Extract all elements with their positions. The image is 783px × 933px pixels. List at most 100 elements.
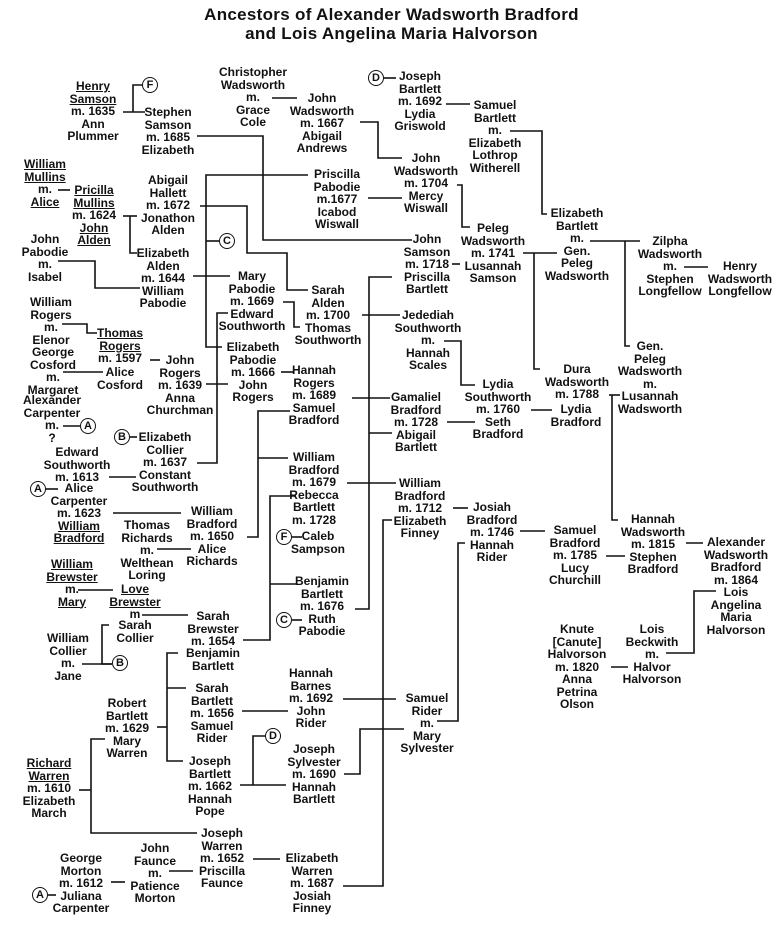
- person-entry-line: Bradford: [394, 488, 446, 503]
- person-entry-line: Hannah: [187, 791, 233, 806]
- person-entry-line: m.: [662, 259, 677, 273]
- person-entry-line: Abigail: [395, 427, 437, 442]
- person-entry-line: Sarah: [118, 618, 152, 632]
- person-entry-line: Rider: [295, 716, 327, 730]
- cross-reference-marker: D: [368, 70, 384, 86]
- person-entry-line: Hallett: [149, 185, 187, 200]
- person-entry-line: Hannah: [469, 537, 515, 552]
- person-entry-line: Samson: [69, 91, 117, 106]
- person-entry-line: Elenor: [32, 332, 70, 347]
- person-entry-line: Mary: [412, 728, 441, 743]
- person-entry-line: William: [399, 476, 441, 490]
- person-entry-line: John: [79, 220, 109, 235]
- person-entry-line: m.: [245, 90, 261, 104]
- person-entry-line: Knute: [560, 622, 594, 636]
- person-entry-line: Collier: [116, 630, 154, 645]
- person-entry-line: Rider: [476, 550, 508, 564]
- person-entry-line: Peleg: [633, 351, 666, 366]
- connector-line: [444, 340, 475, 386]
- person-entry-line: Alden: [311, 295, 345, 310]
- person-entry-line: Lothrop: [472, 148, 518, 162]
- person-entry-line: Mullins: [73, 195, 115, 210]
- connector-line: [510, 130, 547, 215]
- connector-line: [533, 253, 540, 370]
- person-entry-line: Rider: [411, 703, 443, 718]
- person-entry-line: m. 1662: [187, 779, 233, 793]
- person-entry-line: Peleg: [560, 256, 593, 270]
- person-entry-line: Warren: [201, 838, 243, 853]
- person-entry-line: m.: [419, 716, 434, 730]
- person-entry-line: Scales: [408, 358, 448, 372]
- person-entry-line: m.: [644, 647, 659, 661]
- person-entry-line: m. 1820: [554, 659, 600, 674]
- connector-line: [197, 312, 228, 464]
- person-entry-line: Halvorson: [622, 672, 682, 686]
- cross-reference-marker: C: [276, 612, 292, 628]
- person-entry-line: m. 1650: [189, 529, 235, 543]
- person-entry-line: Lusannah: [464, 258, 522, 273]
- connector-line: [283, 301, 300, 328]
- person-entry-line: Rider: [196, 731, 228, 745]
- person-entry-line: m. 1652: [199, 851, 245, 865]
- person-entry-line: Alden: [77, 233, 111, 247]
- person-entry-line: Collier: [146, 442, 184, 457]
- person-entry-line: m. 1760: [475, 402, 521, 416]
- person-entry-line: Priscilla: [403, 269, 451, 284]
- person-entry-line: Warren: [28, 768, 70, 783]
- person-entry-line: Samuel: [473, 98, 517, 112]
- person-entry-line: Cosford: [30, 357, 76, 372]
- person-entry-line: Finney: [292, 901, 332, 915]
- person-entry-line: Sarah: [196, 609, 230, 623]
- person-entry-line: Wiswall: [315, 217, 359, 231]
- person-entry-line: Lydia: [404, 106, 436, 121]
- person-entry-line: Wadsworth: [617, 401, 683, 416]
- person-entry-line: Joseph: [398, 69, 441, 83]
- person-entry-line: m. 1679: [291, 475, 337, 489]
- person-entry-line: Southworth: [131, 480, 199, 494]
- person-entry-line: William: [30, 295, 72, 309]
- person-entry-line: m. 1687: [289, 876, 335, 890]
- person-entry-line: Mary: [57, 594, 87, 609]
- person-entry-line: Henry: [722, 259, 757, 273]
- person-entry-line: Elizabeth: [550, 206, 604, 220]
- person-entry-line: m. 1667: [299, 116, 345, 130]
- person-entry-line: Carpenter: [50, 493, 108, 508]
- cross-reference-marker: F: [276, 529, 292, 545]
- person-entry-line: Plummer: [67, 129, 119, 143]
- person-entry-line: Pabodie: [229, 352, 277, 367]
- person-entry-line: Pabodie: [313, 179, 361, 194]
- person-entry-line: m.: [37, 257, 52, 271]
- person-entry-line: Juliana: [60, 888, 102, 903]
- person-entry-line: m. 1746: [469, 525, 515, 539]
- person-entry-line: Sampson: [290, 541, 346, 556]
- person-entry-line: m. 1639: [157, 378, 203, 392]
- person-entry-line: Abigail: [147, 173, 188, 187]
- person-entry-line: William: [58, 518, 100, 533]
- person-entry-line: John: [30, 232, 60, 246]
- person-entry-line: William: [191, 504, 233, 518]
- person-entry-line: William: [142, 283, 184, 298]
- connector-line: [205, 174, 308, 348]
- person-entry-line: Bartlett: [292, 792, 335, 806]
- person-entry-line: Hannah: [405, 345, 450, 360]
- person-entry-line: Stephen: [144, 105, 192, 119]
- person-entry-line: Alice: [30, 194, 60, 209]
- person-entry-line: m.: [147, 866, 163, 880]
- person-entry-line: Churchill: [548, 573, 602, 587]
- person-entry-line: Bradford: [472, 427, 524, 441]
- person-entry-line: m.: [642, 376, 657, 391]
- person-entry-line: m. 1635: [70, 104, 116, 118]
- person-entry-line: Benjamin: [294, 574, 350, 588]
- connector-line: [58, 260, 140, 289]
- person-entry-line: Petrina: [556, 684, 598, 699]
